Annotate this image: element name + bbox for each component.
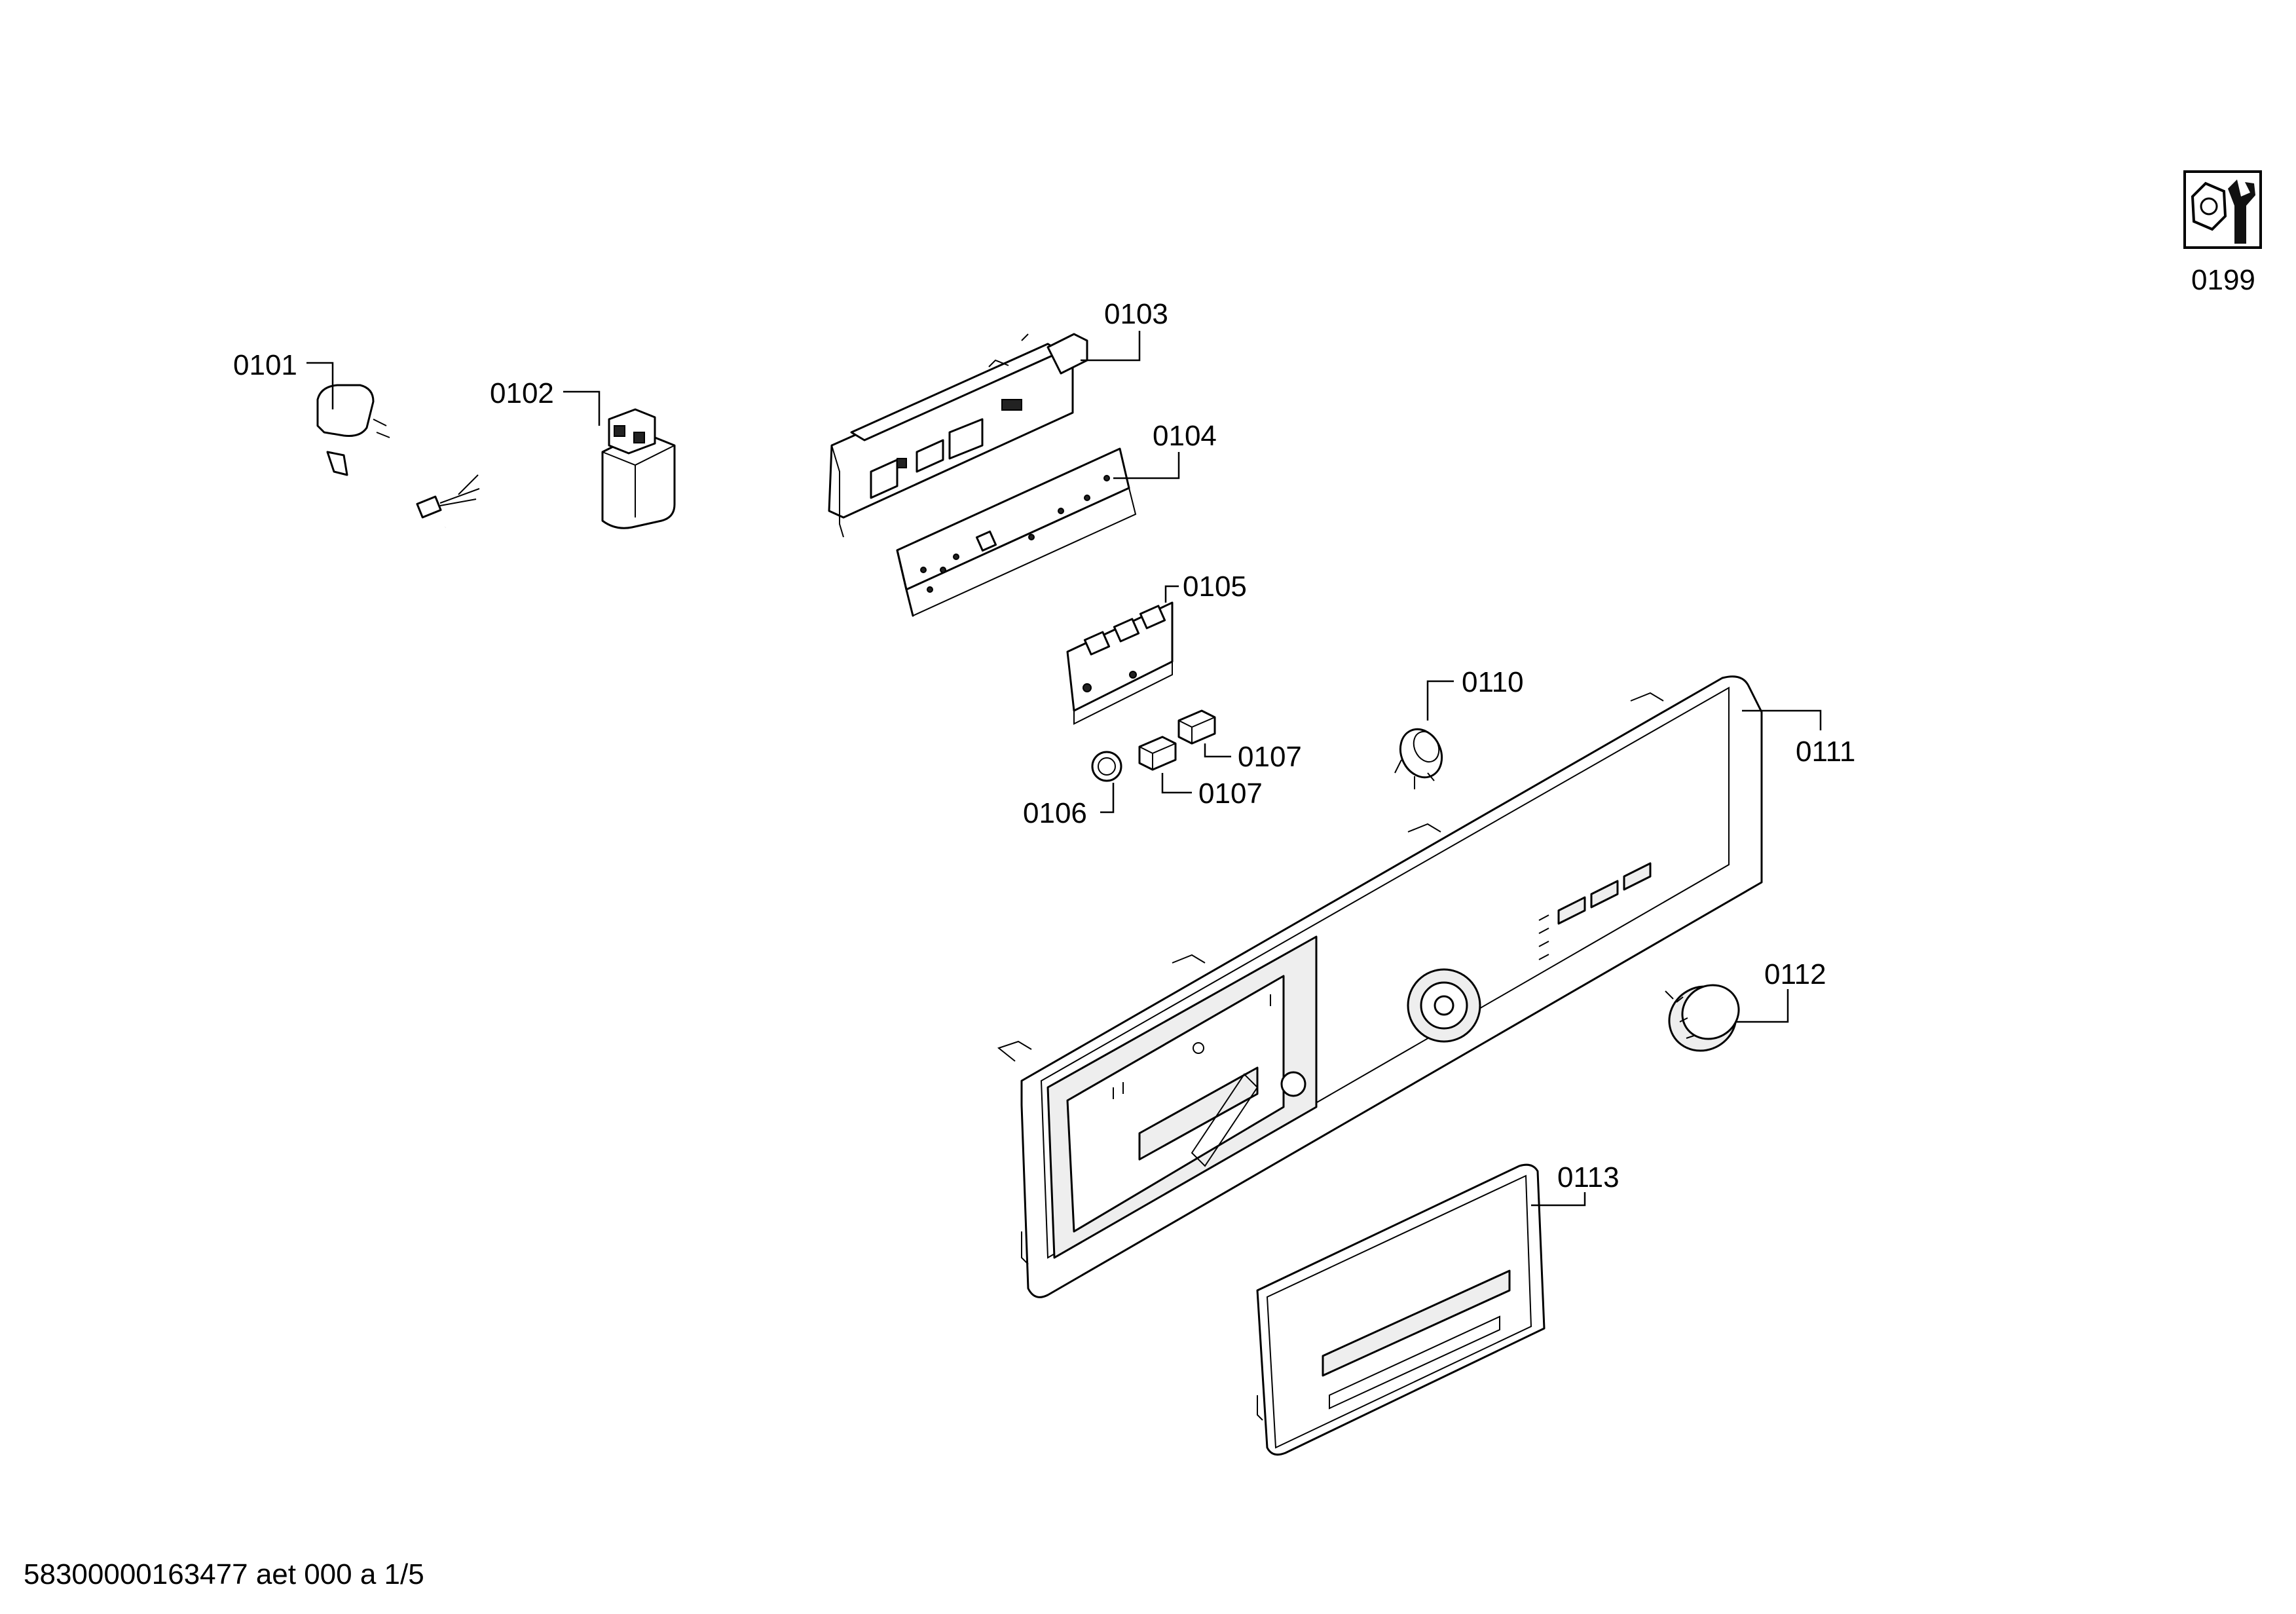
part-label-0106: 0106 [1023,797,1087,829]
leader-0105 [1164,585,1179,603]
part-0112-program-knob [1665,984,1740,1052]
leader-0103 [1081,331,1141,362]
leader-0106 [1100,783,1115,814]
part-0105-selector-module [1066,601,1174,725]
part-label-0105: 0105 [1183,571,1247,603]
part-0103-module-housing [828,333,1088,538]
part-label-0104: 0104 [1153,420,1217,452]
leader-0107-lower [1161,773,1192,794]
part-label-0103: 0103 [1104,298,1168,330]
part-0113-drawer-handle [1256,1163,1546,1456]
part-label-0102: 0102 [490,377,554,409]
part-0111-control-panel [997,675,1763,1298]
leader-0104 [1113,452,1180,479]
document-id: 58300000163477 aet 000 a 1/5 [24,1558,424,1590]
leader-0110 [1426,680,1454,721]
part-label-0199: 0199 [2191,264,2255,296]
part-0106-ring [1091,751,1122,782]
service-icon-group: 0199 [2183,170,2262,296]
leader-0111 [1742,709,1822,730]
part-label-0113: 0113 [1557,1161,1620,1193]
part-0102-interference-filter [601,408,676,529]
leader-0107-upper [1204,743,1231,758]
part-label-0101: 0101 [233,349,297,381]
leader-0102 [563,390,601,426]
part-0110-knob-insert [1394,728,1443,789]
part-label-0107-upper: 0107 [1238,741,1302,773]
part-0104-circuit-board [896,447,1137,617]
part-label-0111: 0111 [1796,736,1855,768]
part-label-0112: 0112 [1764,958,1826,990]
part-0107-button-lower [1138,736,1177,771]
leader-0113 [1531,1192,1586,1207]
part-0101-power-cord [316,384,480,666]
part-label-0110: 0110 [1462,666,1524,698]
leader-0101 [306,362,334,409]
part-label-0107-lower: 0107 [1198,778,1263,810]
leader-0112 [1735,989,1789,1023]
wrench-nut-icon [2183,170,2262,249]
part-0107-button-upper [1177,709,1216,745]
